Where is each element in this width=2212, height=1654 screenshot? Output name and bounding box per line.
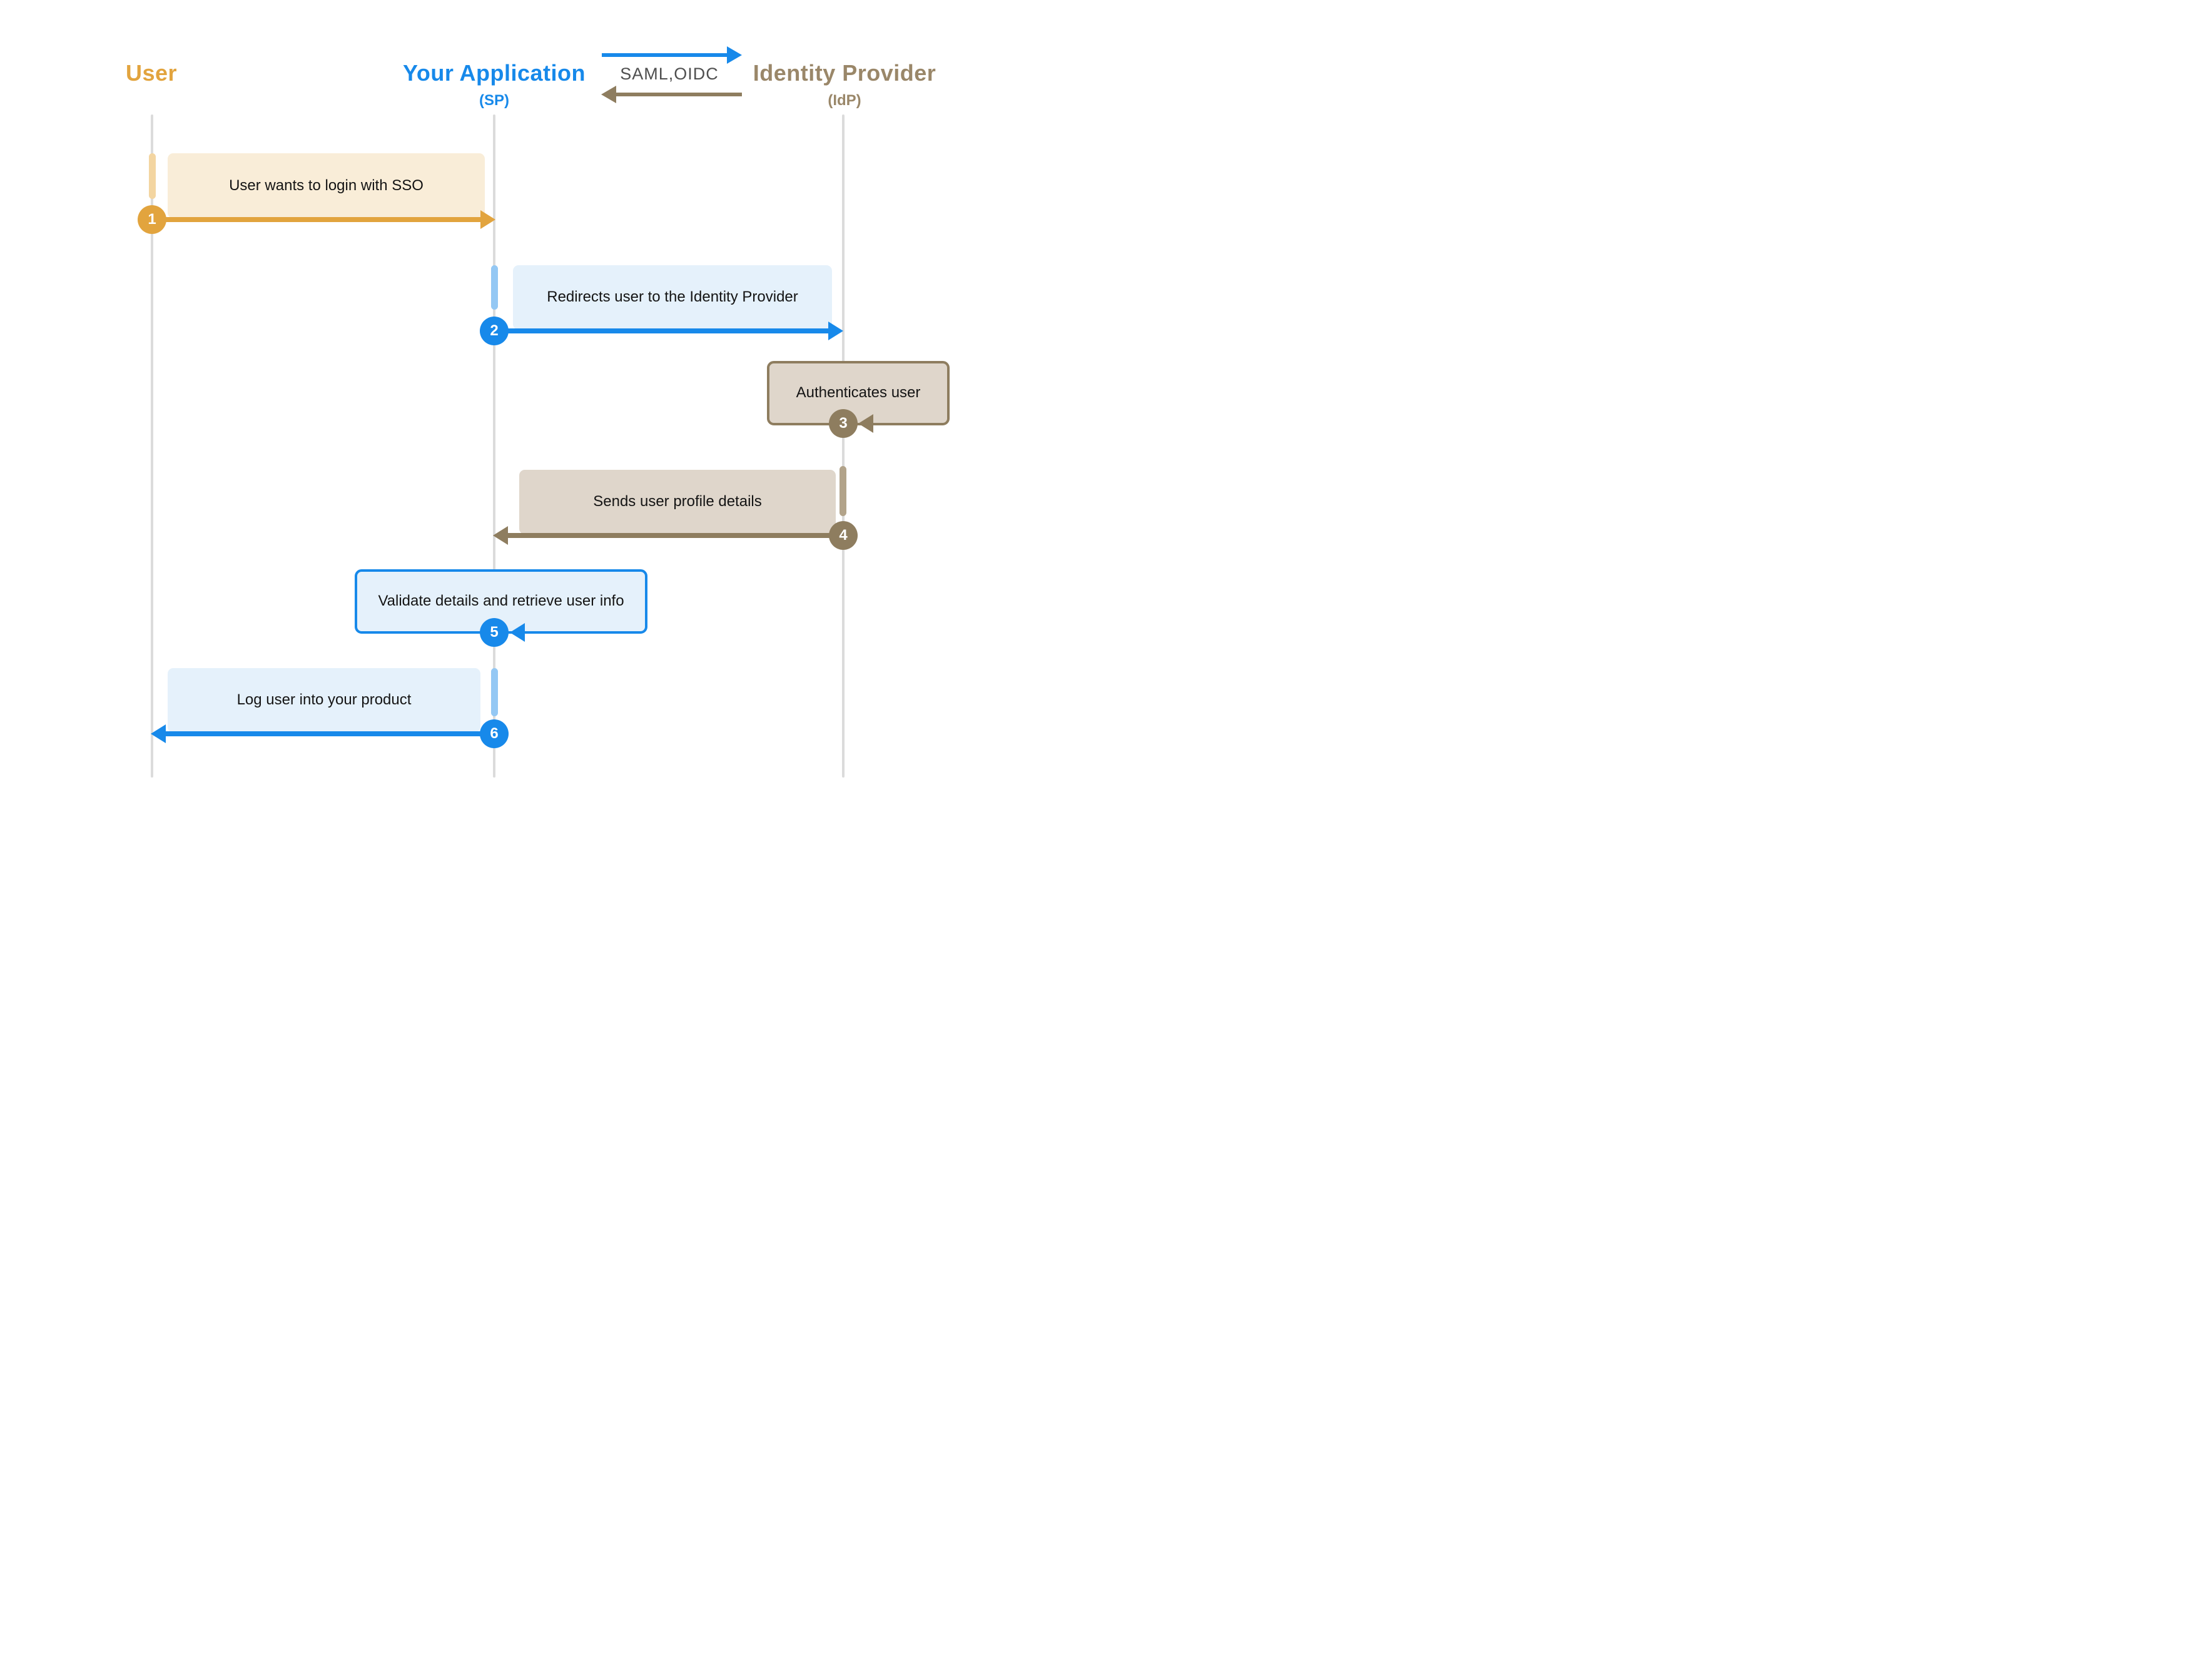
step6-message-box: Log user into your product: [168, 668, 480, 733]
step2-badge-number: 2: [490, 322, 499, 339]
actor-title-application: Your Application: [403, 60, 586, 86]
step6-badge: 6: [480, 719, 509, 748]
step4-message-box: Sends user profile details: [519, 470, 836, 534]
step2-message-box: Redirects user to the Identity Provider: [513, 265, 832, 330]
step3-message-label: Authenticates user: [796, 384, 921, 402]
step3-badge: 3: [829, 409, 858, 438]
step6-arrow-line: [166, 731, 494, 736]
step3-message-box: Authenticates user: [767, 361, 950, 425]
step1-message-label: User wants to login with SSO: [229, 176, 424, 194]
actor-subtitle-application: (SP): [479, 92, 509, 109]
sso-sequence-diagram: User Your Application (SP) Identity Prov…: [0, 0, 1106, 827]
protocol-arrow-right-icon: [727, 46, 742, 64]
step6-badge-number: 6: [490, 725, 499, 742]
step2-message-label: Redirects user to the Identity Provider: [547, 288, 798, 306]
step2-arrow-line: [494, 328, 830, 333]
protocol-arrow-right-line: [602, 53, 728, 57]
step4-activation-bar: [840, 466, 846, 516]
step5-message-label: Validate details and retrieve user info: [378, 592, 624, 610]
step4-arrow-line: [508, 533, 843, 538]
step1-activation-bar: [149, 153, 156, 199]
step6-activation-bar: [491, 668, 498, 716]
step4-badge: 4: [829, 521, 858, 550]
step2-activation-bar: [491, 265, 498, 310]
step4-badge-number: 4: [839, 527, 848, 544]
actor-title-user: User: [125, 60, 178, 86]
step2-arrowhead-icon: [828, 322, 843, 340]
step5-badge: 5: [480, 618, 509, 647]
protocol-arrow-left-icon: [601, 86, 616, 103]
actor-title-idp: Identity Provider: [753, 60, 936, 86]
lifeline-idp: [842, 114, 845, 778]
step1-badge: 1: [138, 205, 166, 234]
protocol-label: SAML,OIDC: [620, 64, 719, 83]
step6-message-label: Log user into your product: [236, 691, 412, 709]
step1-badge-number: 1: [148, 211, 156, 228]
actor-subtitle-idp: (IdP): [828, 92, 861, 109]
step1-arrow-line: [152, 217, 482, 222]
step4-message-label: Sends user profile details: [593, 493, 762, 510]
step3-badge-number: 3: [839, 415, 848, 432]
step1-message-box: User wants to login with SSO: [168, 153, 485, 218]
protocol-arrow-left-line: [616, 93, 742, 96]
lifeline-application: [493, 114, 495, 778]
step2-badge: 2: [480, 317, 509, 345]
step5-badge-number: 5: [490, 624, 499, 641]
lifeline-user: [151, 114, 153, 778]
